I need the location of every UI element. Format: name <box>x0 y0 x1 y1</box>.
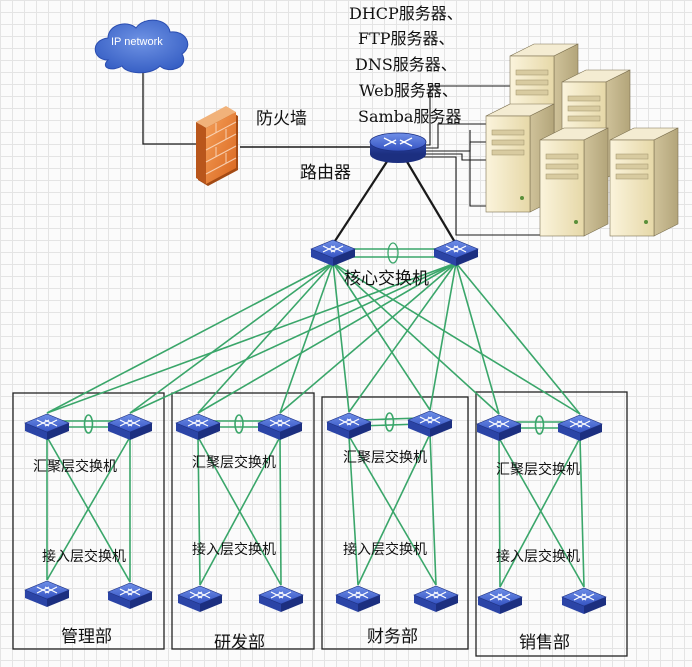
core1-to-rnd-agg2 <box>279 262 334 414</box>
core1-to-finance-agg1 <box>332 262 350 413</box>
internet-label: IP network <box>111 36 163 48</box>
management-access-switch-1-icon <box>24 580 70 607</box>
core2-to-management-agg1 <box>46 262 457 414</box>
finance-aggregation-switch-2-icon <box>407 410 453 437</box>
finance-aggregation-switch-1-icon <box>326 412 372 439</box>
sales-aggregation-switch-1-icon <box>476 414 522 441</box>
agg-label-rnd: 汇聚层交换机 <box>192 455 276 471</box>
management-access-switch-2-icon <box>107 582 153 609</box>
dept-box-rnd <box>171 392 315 650</box>
rnd-access-switch-1-icon <box>177 585 223 612</box>
server-label-web: Web服务器、 <box>359 81 458 100</box>
core2-to-sales-agg1 <box>455 262 500 415</box>
core2-to-management-agg2 <box>129 262 457 414</box>
core1-to-sales-agg2 <box>332 262 581 415</box>
sales-access-switch-1-icon <box>477 587 523 614</box>
rnd-aggregation-switch-1-icon <box>175 413 221 440</box>
firewall-label: 防火墙 <box>256 109 307 129</box>
core1-to-rnd-agg1 <box>197 262 334 414</box>
core1-to-sales-agg1 <box>332 262 500 415</box>
router-icon <box>369 132 427 163</box>
acc-label-finance: 接入层交换机 <box>343 542 427 558</box>
switch-icons <box>24 239 607 614</box>
dept-name-management: 管理部 <box>61 627 112 647</box>
rnd-access-switch-2-icon <box>258 585 304 612</box>
internet-cloud <box>94 19 189 74</box>
core-switch-label: 核心交换机 <box>344 269 429 289</box>
core2-to-rnd-agg2 <box>279 262 457 414</box>
agg-label-management: 汇聚层交换机 <box>33 459 117 475</box>
management-aggregation-switch-2-icon <box>107 413 153 440</box>
server-label-samba: Samba服务器 <box>358 107 462 126</box>
sales-access-switch-2-icon <box>561 587 607 614</box>
management-aggregation-switch-1-icon <box>24 413 70 440</box>
dept-box-finance <box>321 396 469 650</box>
agg-label-sales: 汇聚层交换机 <box>496 462 580 478</box>
core-switch-2-icon <box>433 239 479 266</box>
acc-label-rnd: 接入层交换机 <box>192 542 276 558</box>
core-to-aggregation-links <box>46 262 581 415</box>
acc-label-sales: 接入层交换机 <box>496 549 580 565</box>
core2-to-rnd-agg1 <box>197 262 457 414</box>
router-to-core-links <box>332 159 457 245</box>
firewall-icon <box>196 106 238 186</box>
dept-box-sales <box>475 391 628 657</box>
core-switch-1-icon <box>310 239 356 266</box>
core1-to-finance-agg2 <box>332 262 431 411</box>
dept-name-rnd: 研发部 <box>214 633 265 653</box>
internet-to-firewall-link <box>142 70 198 145</box>
router-label: 路由器 <box>300 163 351 183</box>
finance-access-switch-1-icon <box>335 585 381 612</box>
finance-access-switch-2-icon <box>413 585 459 612</box>
dept-name-finance: 财务部 <box>367 627 418 647</box>
server-label-dhcp: DHCP服务器、 <box>349 4 463 23</box>
acc-label-management: 接入层交换机 <box>42 549 126 565</box>
core1-to-management-agg2 <box>129 262 334 414</box>
core1-to-management-agg1 <box>46 262 334 414</box>
dept-name-sales: 销售部 <box>519 633 570 653</box>
dept-box-management <box>12 392 165 650</box>
sales-aggregation-switch-2-icon <box>557 414 603 441</box>
core2-to-finance-agg1 <box>348 262 457 413</box>
core2-to-sales-agg2 <box>455 262 581 415</box>
server-label-dns: DNS服务器、 <box>355 55 457 74</box>
server-5-icon <box>539 127 609 237</box>
core2-to-finance-agg2 <box>429 262 457 411</box>
rnd-aggregation-switch-2-icon <box>257 413 303 440</box>
server-4-icon <box>609 127 679 237</box>
server-label-ftp: FTP服务器、 <box>358 29 455 48</box>
server-cluster <box>485 43 679 237</box>
agg-label-finance: 汇聚层交换机 <box>343 450 427 466</box>
